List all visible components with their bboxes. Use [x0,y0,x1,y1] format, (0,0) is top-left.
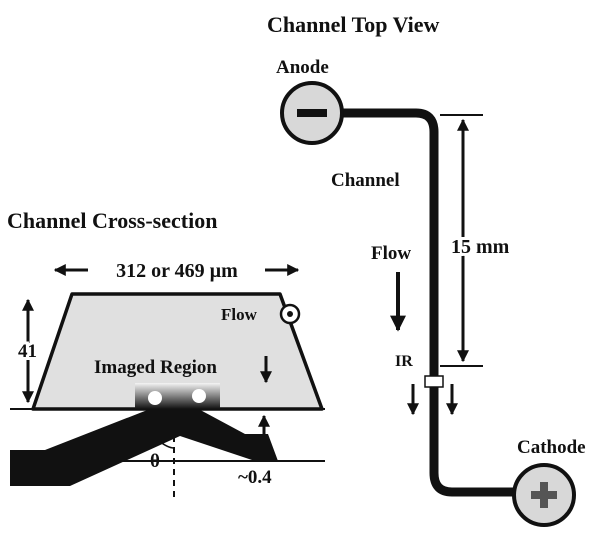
beam-zigzag-band [10,398,278,486]
cross-section-title: Channel Cross-section [7,208,217,233]
imaged-region-box [135,383,220,409]
angle-arc [158,440,175,449]
cathode-electrode [512,463,576,527]
length-label: 15 mm [451,236,510,258]
particle-left [148,391,162,405]
angle-label: θ [150,451,160,472]
minus-icon [297,109,327,117]
ir-box [424,375,444,388]
cross-flow-label: Flow [221,305,258,324]
particle-right [192,389,206,403]
channel-path [313,108,523,497]
cathode-label: Cathode [517,437,586,458]
offset-label: ~0.4 [238,467,272,488]
height-label: 41 [18,341,37,362]
imaged-region-label: Imaged Region [94,357,217,378]
anode-label: Anode [276,57,329,78]
channel-label: Channel [331,170,400,191]
width-label: 312 or 469 µm [116,260,238,282]
plus-icon [531,482,557,508]
ir-label: IR [395,353,413,370]
anode-electrode [280,81,344,145]
top-view-title: Channel Top View [267,12,440,37]
out-of-page-icon [279,303,301,325]
top-flow-label: Flow [371,243,411,264]
